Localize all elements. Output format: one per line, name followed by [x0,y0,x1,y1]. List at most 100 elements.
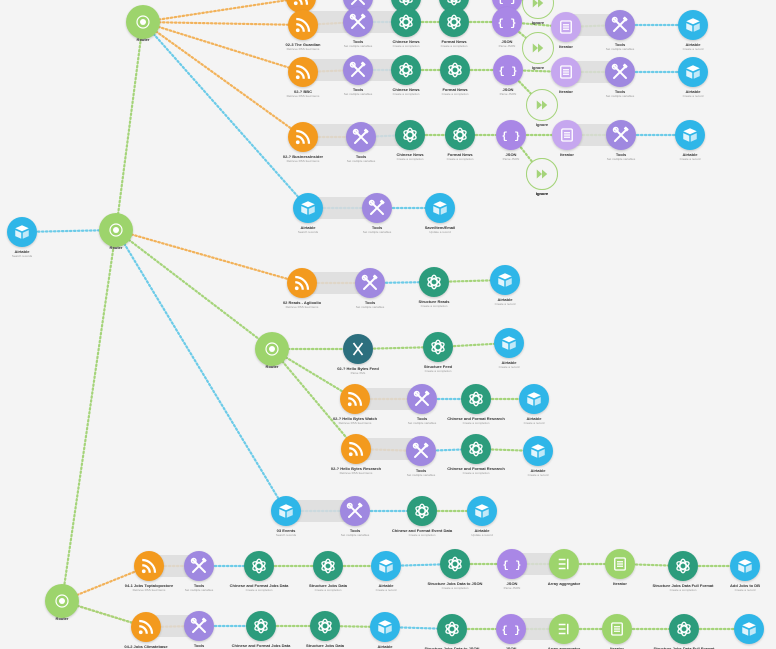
xml-icon [349,340,367,358]
module-k9[interactable]: Iterator [605,549,635,586]
connection-line[interactable] [141,20,305,27]
openai-icon [446,555,464,573]
tools-icon [412,442,430,460]
connection-line[interactable] [141,0,301,24]
svg-text:{ }: { } [499,66,517,78]
connection-line[interactable] [60,228,118,603]
connection-line[interactable] [114,228,304,285]
module-l8[interactable]: Array aggregator [548,614,580,649]
tools-icon [190,617,208,635]
module-l9[interactable]: Iterator [602,614,632,649]
module-a1[interactable] [286,0,316,13]
module-r3[interactable]: Router [255,332,289,369]
module-k8[interactable]: Array aggregator [548,549,580,586]
svg-text:{ }: { } [502,131,520,143]
json-icon: { } [502,620,520,638]
module-c7[interactable]: Iterator [551,57,581,94]
connection-line[interactable] [141,20,305,139]
array-aggregator-icon [555,620,573,638]
module-d10[interactable]: Ignore [526,158,558,196]
module-r1[interactable]: Router [99,213,133,250]
connection-line[interactable] [270,347,358,451]
module-c6[interactable]: Ignore [526,89,558,127]
connection-line[interactable] [114,228,274,351]
connection-line[interactable] [141,20,310,210]
module-b7[interactable]: Iterator [551,12,581,49]
connection-line[interactable] [114,20,145,232]
module-r2[interactable]: Router [126,5,160,42]
openai-icon [397,13,415,31]
module-l11[interactable] [734,614,764,644]
module-l1[interactable]: 04-2 Jobs ClimatebaseRetrieve RSS feed i… [124,612,168,649]
tools-icon [413,390,431,408]
iterator-icon [611,555,629,573]
module-d7[interactable]: Iterator [552,120,582,157]
module-b6[interactable]: Ignore [522,32,554,70]
module-r4[interactable]: Router [45,584,79,621]
connection-line[interactable] [141,20,305,74]
connection-line[interactable] [114,228,288,513]
